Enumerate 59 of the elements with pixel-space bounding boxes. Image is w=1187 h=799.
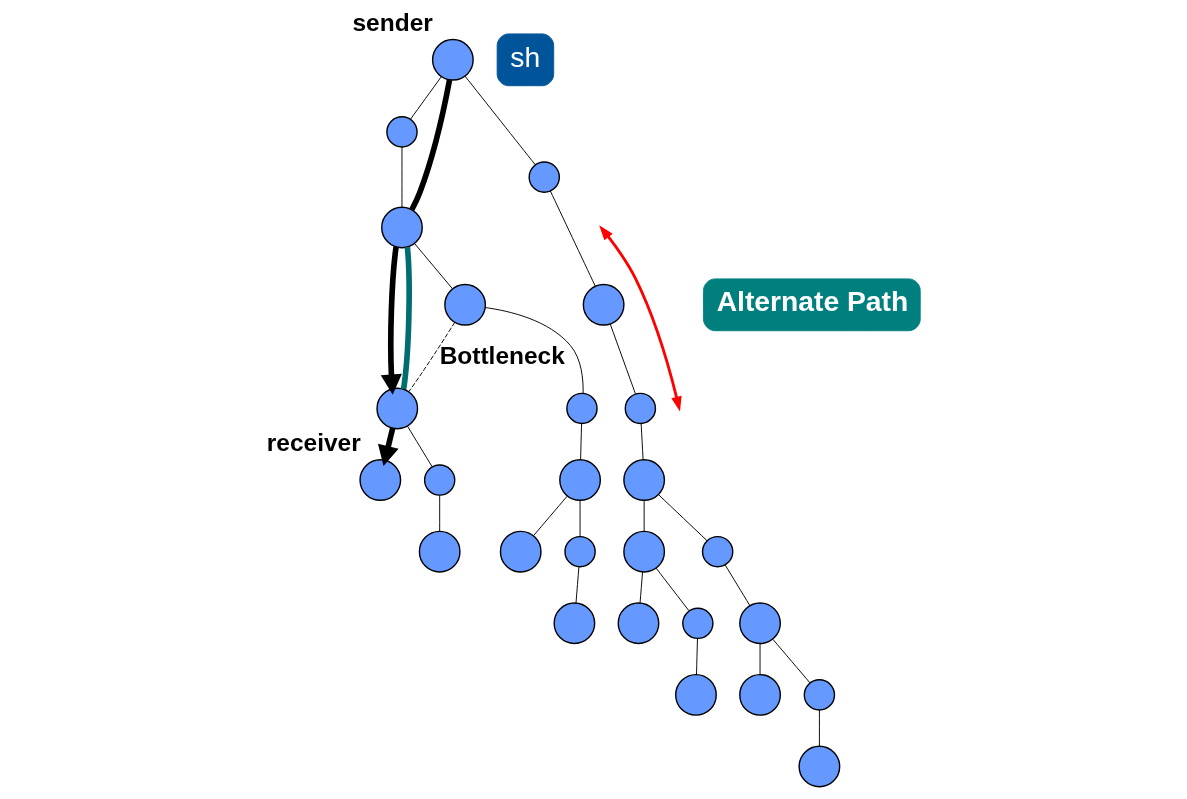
node-circle (553, 602, 596, 645)
connector (533, 495, 568, 537)
node-circle (423, 464, 456, 496)
connector (575, 566, 580, 604)
node-circle (739, 673, 781, 716)
connector (414, 243, 454, 290)
node-box: Alternate Path (703, 278, 921, 332)
node-circle (528, 161, 561, 193)
connector (696, 638, 698, 675)
connector (407, 425, 433, 468)
connector (609, 323, 636, 395)
connector (639, 571, 644, 604)
edge-label: Bottleneck (439, 342, 565, 370)
connector (549, 190, 596, 287)
connector (655, 567, 690, 612)
connector (408, 322, 456, 392)
connector (640, 423, 644, 461)
connector (484, 307, 584, 394)
connector (580, 423, 583, 461)
arrow (377, 427, 399, 466)
node-label: sender (352, 8, 433, 36)
node-circle (798, 745, 841, 788)
node-box: sh (496, 33, 555, 87)
node-circle (701, 535, 734, 568)
node-circle (386, 116, 418, 148)
connector (724, 564, 751, 606)
connector (439, 494, 441, 532)
connector (818, 709, 820, 747)
node-circle (623, 459, 666, 502)
node-circle (675, 673, 717, 716)
node-label: receiver (266, 429, 361, 457)
connector (400, 247, 412, 390)
node-circle (803, 679, 836, 711)
node-circle (564, 535, 596, 568)
node-circle (624, 392, 657, 425)
connector (410, 76, 442, 120)
node-circle (376, 387, 419, 430)
connector (658, 494, 708, 542)
node-circle (566, 392, 598, 425)
arrow (380, 246, 402, 395)
node-circle (617, 602, 660, 645)
connector (464, 75, 536, 166)
connector (401, 146, 403, 208)
node-circle (582, 283, 625, 326)
node-circle (623, 530, 666, 573)
node-circle (559, 459, 602, 502)
connector (579, 499, 581, 537)
connector (643, 499, 645, 532)
node-circle (682, 607, 714, 640)
node-circle (359, 459, 402, 502)
node-circle (431, 38, 474, 81)
node-circle (418, 530, 461, 573)
node-circle (444, 283, 487, 326)
node-circle (499, 530, 542, 573)
connector (409, 79, 453, 211)
node-circle (381, 206, 423, 249)
connector (772, 638, 811, 684)
connector (759, 643, 761, 676)
node-circle (739, 602, 781, 645)
